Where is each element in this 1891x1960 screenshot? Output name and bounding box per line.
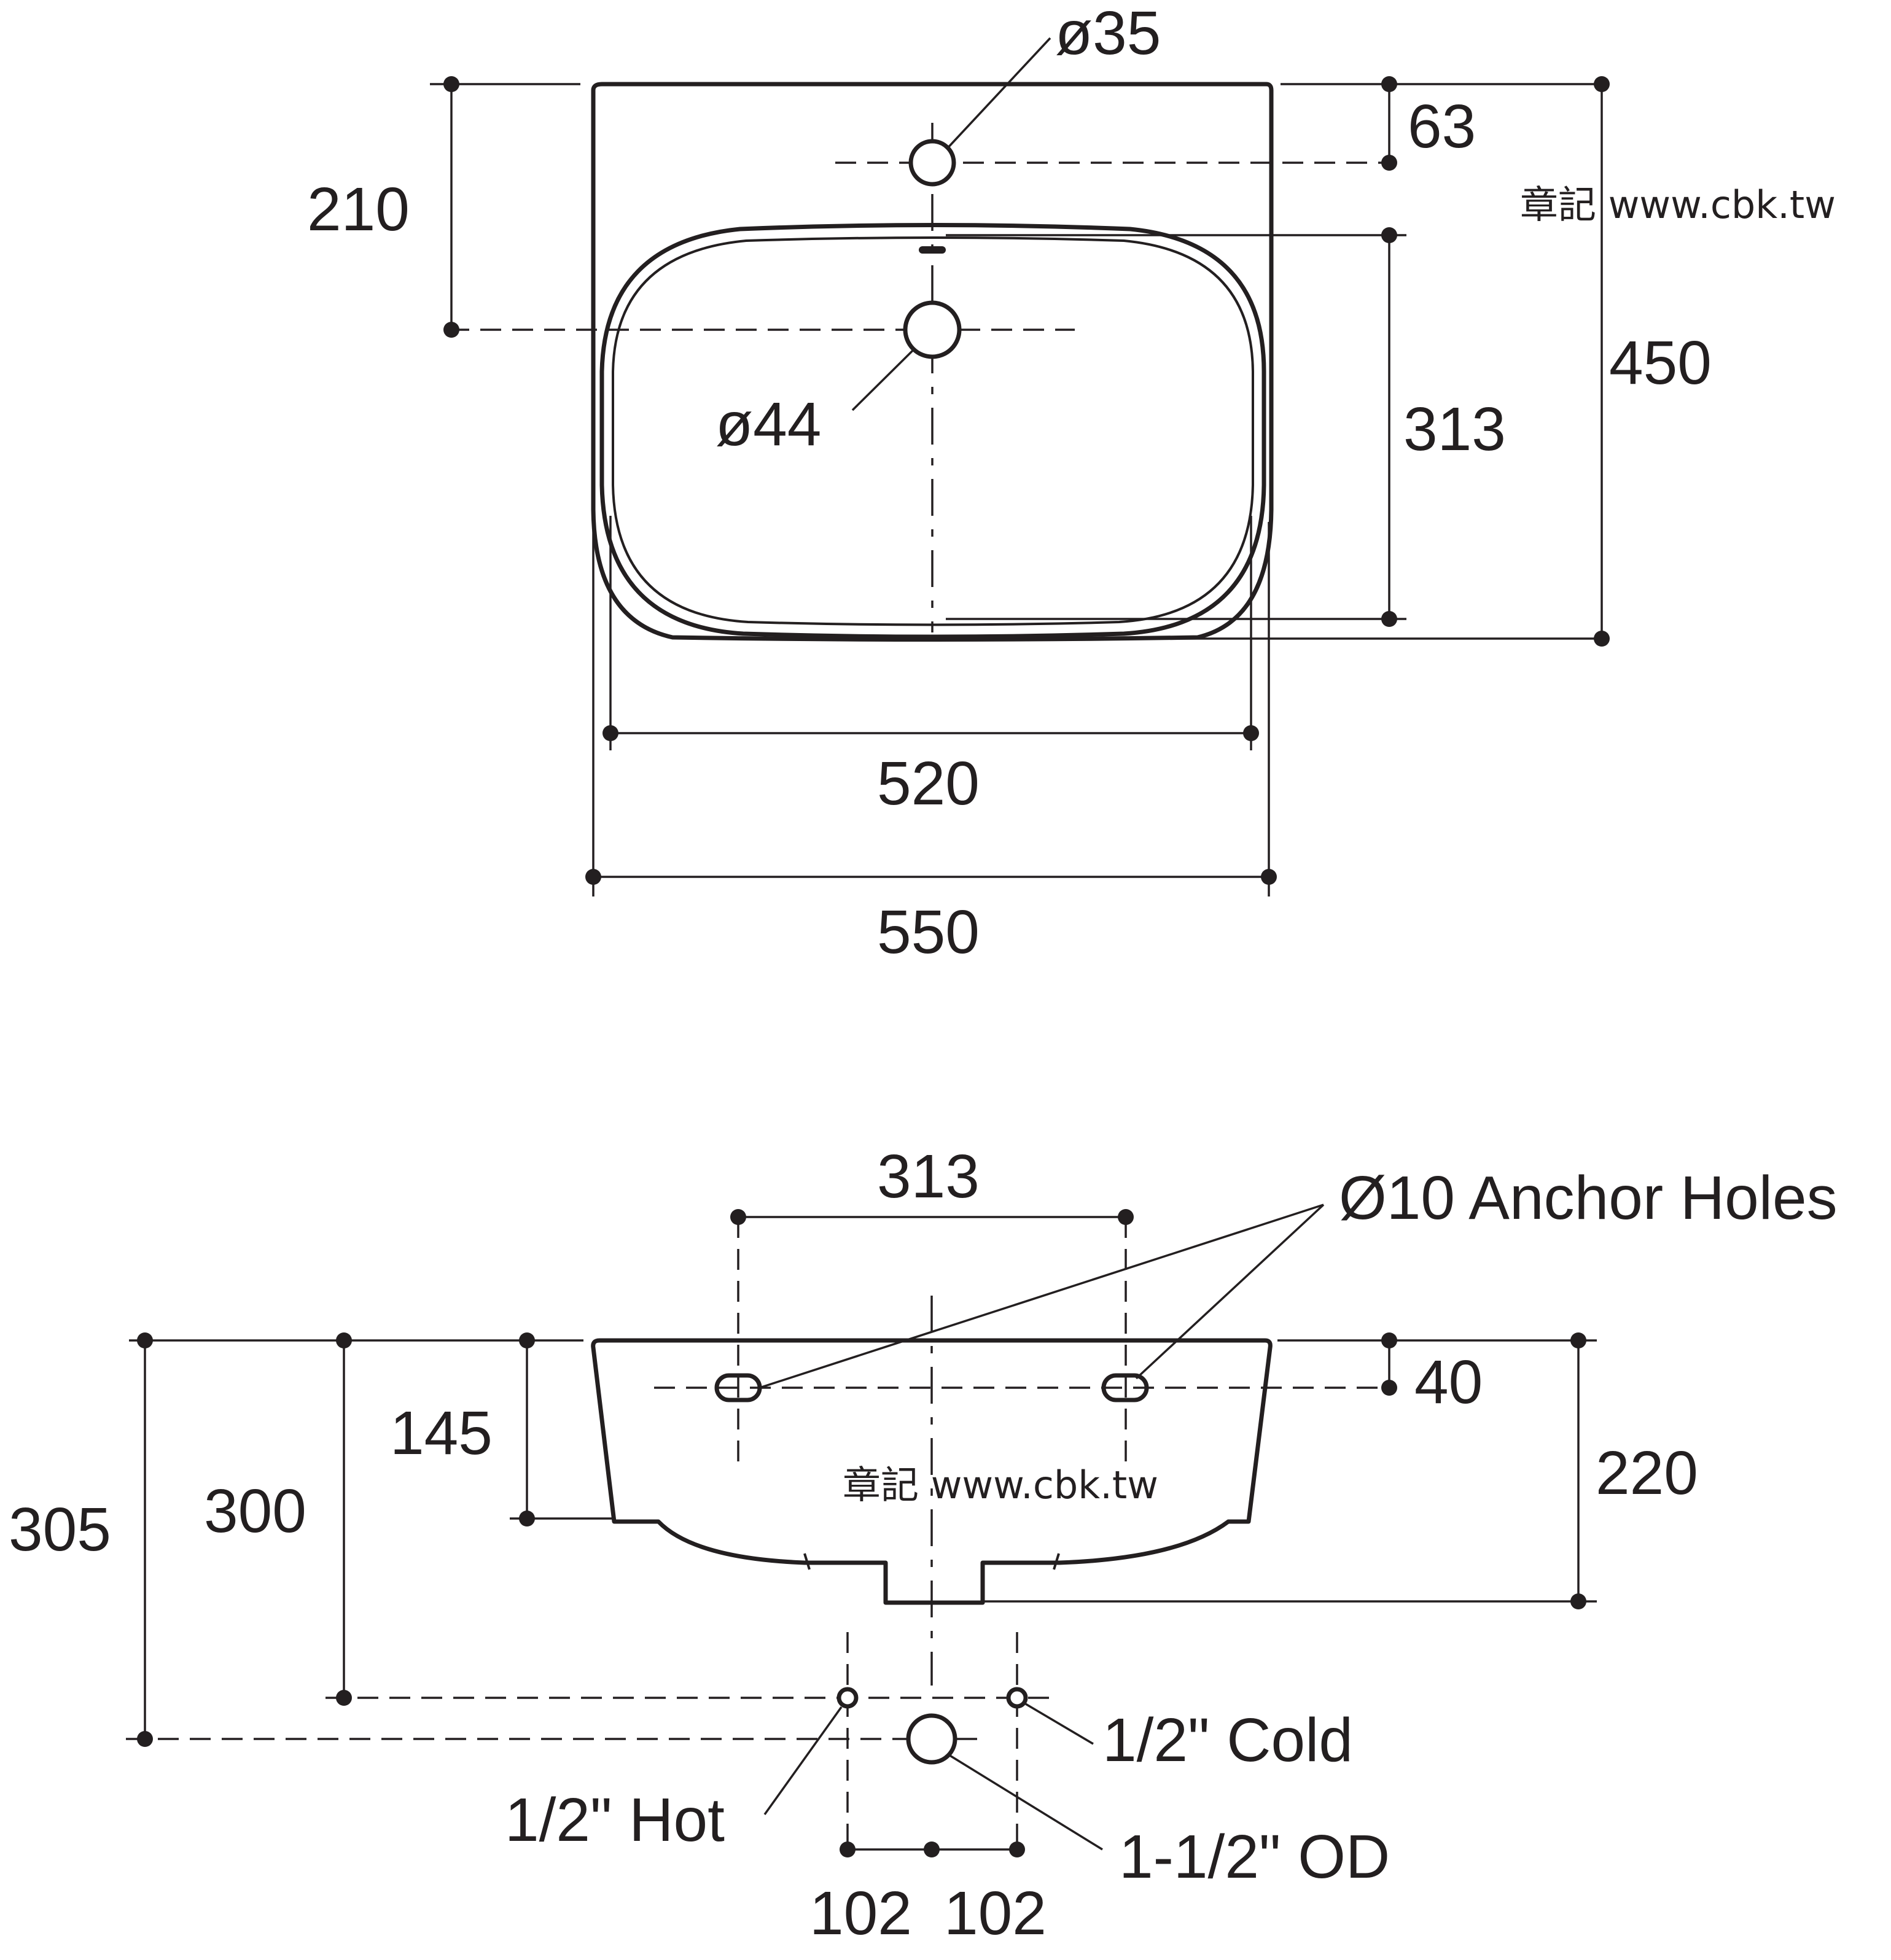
dim-520-dot-left xyxy=(602,725,618,741)
cold-supply-pipe xyxy=(1006,1687,1028,1709)
dim-300-dot-top xyxy=(336,1332,352,1348)
dim-anchor-313-dot-right xyxy=(1118,1209,1134,1225)
waste-pipe xyxy=(906,1713,957,1765)
front-watermark: 章記 www.cbk.tw xyxy=(843,1463,1158,1507)
waste-hole-label: ø44 xyxy=(715,390,821,459)
waste-label: 1-1/2" OD xyxy=(1119,1822,1390,1891)
dim-40-dot-bottom xyxy=(1381,1380,1397,1396)
dim-210-dot-top xyxy=(443,76,459,92)
dim-305-dot-top xyxy=(137,1332,153,1348)
anchor-drop-label: 40 xyxy=(1414,1348,1483,1417)
tap-hole-leader xyxy=(946,37,1051,149)
dim-220-dot-bottom xyxy=(1570,1593,1586,1609)
anchor-holes-label: Ø10 Anchor Holes xyxy=(1339,1164,1838,1232)
top-watermark: 章記 www.cbk.tw xyxy=(1520,182,1836,227)
dim-102-dot-mid xyxy=(924,1841,940,1857)
front-view: 313 Ø10 Anchor Holes 40 145 220 300 305 … xyxy=(9,1142,1838,1948)
dim-305-dot-bottom xyxy=(137,1731,153,1747)
bowl-width-label: 520 xyxy=(877,749,980,818)
overall-depth-label: 450 xyxy=(1609,329,1712,397)
top-view-bowl-rim xyxy=(599,223,1266,639)
anchor-to-bowl-label: 145 xyxy=(390,1399,493,1468)
dim-300-dot-bottom xyxy=(336,1690,352,1706)
dim-102-dot-right xyxy=(1009,1841,1025,1857)
dim-63-dot-bottom xyxy=(1381,155,1397,171)
front-lug-right xyxy=(1053,1553,1060,1570)
bowl-depth-label: 313 xyxy=(1403,395,1506,464)
tap-hole-label: ø35 xyxy=(1055,0,1161,68)
hot-leader xyxy=(763,1706,843,1816)
tap-hole xyxy=(908,139,956,187)
cold-spacing-label: 102 xyxy=(944,1879,1047,1948)
overall-width-label: 550 xyxy=(877,898,980,966)
dim-313-dot-top xyxy=(1381,227,1397,243)
dim-450-dot-top xyxy=(1594,76,1610,92)
dim-145-dot-bottom xyxy=(519,1511,535,1526)
cold-leader xyxy=(1025,1703,1094,1745)
anchor-leader-left xyxy=(759,1204,1324,1389)
dim-520-dot-right xyxy=(1243,725,1259,741)
front-view-basin-outline xyxy=(591,1338,1273,1605)
dim-102-dot-left xyxy=(840,1841,856,1857)
waste-hole xyxy=(903,300,962,359)
dim-63-dot-top xyxy=(1381,76,1397,92)
anchor-spacing-label: 313 xyxy=(877,1142,980,1211)
front-lug-left xyxy=(803,1553,811,1570)
dim-313-dot-bottom xyxy=(1381,611,1397,627)
height-label: 220 xyxy=(1596,1439,1698,1507)
dim-220-dot-top xyxy=(1570,1332,1586,1348)
dim-550-dot-right xyxy=(1261,869,1277,885)
tap-offset-label: 63 xyxy=(1408,92,1476,161)
top-view: ø35 ø44 63 210 313 450 520 550 章記 www.cb… xyxy=(307,0,1836,966)
dim-550-dot-left xyxy=(585,869,601,885)
dim-anchor-313-dot-left xyxy=(730,1209,746,1225)
supply-height-label: 300 xyxy=(204,1477,306,1546)
hot-supply-pipe xyxy=(836,1687,859,1709)
dim-210-dot-bottom xyxy=(443,322,459,338)
hot-label: 1/2" Hot xyxy=(505,1786,725,1854)
cold-label: 1/2" Cold xyxy=(1102,1706,1353,1775)
anchor-leader-right xyxy=(1135,1204,1325,1380)
waste-leader xyxy=(948,1754,1103,1851)
hot-spacing-label: 102 xyxy=(809,1879,912,1948)
dim-40-dot-top xyxy=(1381,1332,1397,1348)
waste-height-label: 305 xyxy=(9,1495,111,1564)
waste-offset-label: 210 xyxy=(307,175,410,244)
dim-450-dot-bottom xyxy=(1594,631,1610,647)
waste-hole-leader xyxy=(851,349,914,411)
top-view-bowl-inner xyxy=(612,236,1254,626)
dim-145-dot-top xyxy=(519,1332,535,1348)
